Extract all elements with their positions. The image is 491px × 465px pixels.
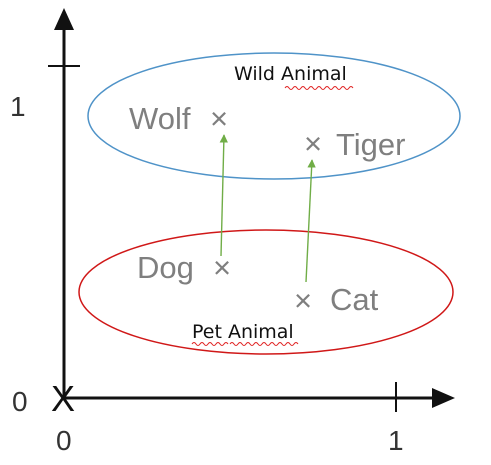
pet-animal-ellipse [78,229,454,355]
origin-marker: X [51,378,75,419]
cat-marker: × [294,283,312,318]
tiger-label: Tiger [336,127,405,162]
wild-animal-spell-underline [284,86,354,90]
x-axis-arrowhead [432,388,455,408]
wolf-marker: × [210,101,228,136]
x-tick-label-1: 1 [388,425,404,456]
tiger-marker: × [304,126,322,161]
pet-animal-label: Pet Animal [192,321,294,343]
wolf-label: Wolf [129,101,191,136]
wild-animal-label: Wild Animal [234,63,347,85]
x-tick-label-0: 0 [56,425,72,456]
cat-label: Cat [330,282,379,317]
dog-label: Dog [137,250,194,285]
dog-marker: × [213,250,231,285]
y-axis-arrowhead [54,8,74,30]
arrow-cat-to-tiger [305,159,316,283]
wild-animal-ellipse [87,52,461,180]
pet-animal-spell-underline [191,342,299,346]
y-tick-label-0: 0 [12,386,28,417]
arrow-dog-to-wolf [219,134,229,257]
y-tick-label-1: 1 [10,91,26,122]
